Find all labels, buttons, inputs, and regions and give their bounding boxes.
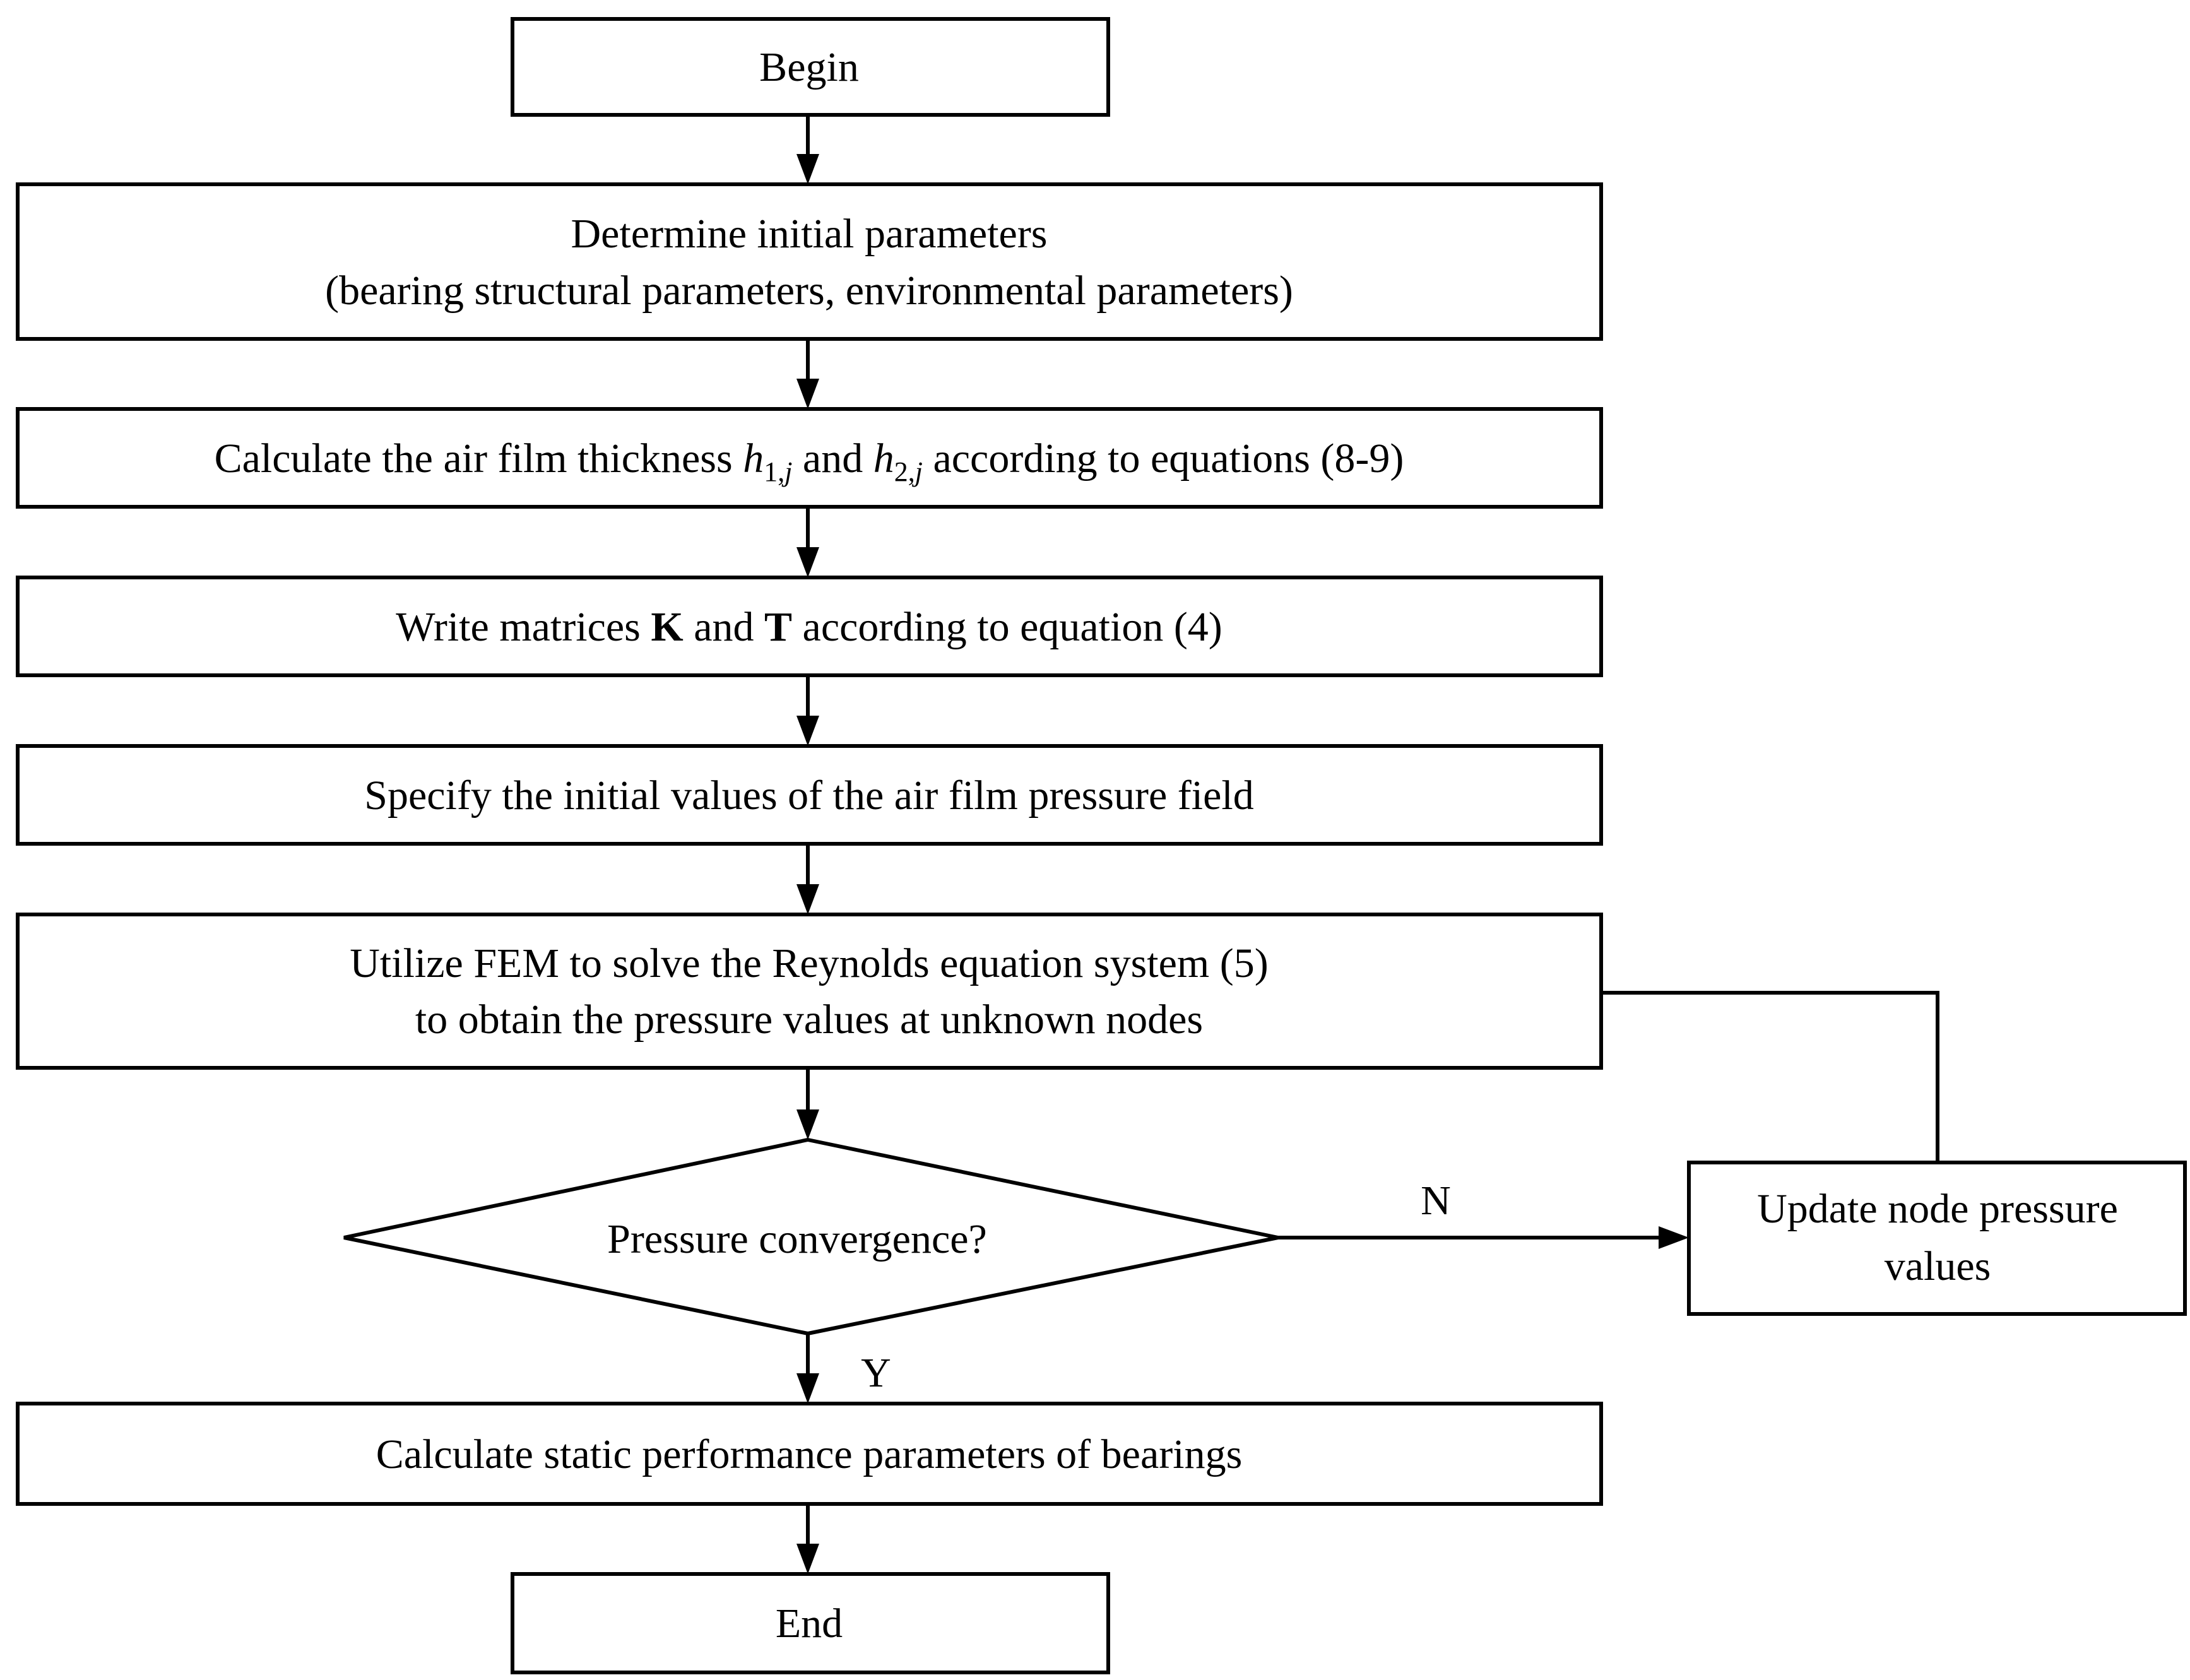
begin-node: Begin [511, 17, 1110, 117]
arrowhead-icon [796, 154, 819, 184]
initial-pressure-node: Specify the initial values of the air fi… [16, 744, 1603, 846]
decision-label: Pressure convergence? [607, 1216, 987, 1262]
yes-branch-label: Y [861, 1350, 891, 1396]
decision-diamond [343, 1137, 1279, 1336]
connectors [796, 115, 1939, 1574]
initial-params-line1: Determine initial parameters [571, 211, 1047, 257]
h1-subscript: 1, [764, 456, 784, 487]
static-performance-node: Calculate static performance parameters … [16, 1402, 1603, 1506]
matrices-node: Write matrices K and T according to equa… [16, 576, 1603, 677]
h2-subscript-index: j [912, 456, 923, 487]
initial-pressure-box [16, 744, 1603, 846]
film-thickness-box [16, 407, 1603, 509]
solve-box [16, 913, 1603, 1070]
feedback-update-to-solve [1601, 991, 1939, 1162]
film-thickness-suffix: according to equations (8-9) [923, 435, 1404, 482]
no-branch-label: N [1421, 1178, 1451, 1224]
initial-params-box [16, 182, 1603, 341]
solve-line1: Utilize FEM to solve the Reynolds equati… [350, 940, 1268, 986]
update-node: Update node pressure values [1687, 1161, 2187, 1316]
film-thickness-prefix: Calculate the air film thickness [215, 435, 743, 482]
h2-subscript: 2, [894, 456, 915, 487]
end-node: End [511, 1572, 1110, 1674]
matrix-k: K [651, 604, 683, 650]
matrix-t: T [764, 604, 792, 650]
matrices-label: Write matrices K and T according to equa… [396, 604, 1222, 650]
end-label: End [776, 1600, 843, 1647]
arrowhead-icon [796, 716, 819, 746]
static-performance-label: Calculate static performance parameters … [376, 1431, 1243, 1477]
solve-node: Utilize FEM to solve the Reynolds equati… [16, 913, 1603, 1070]
initial-params-line2: (bearing structural parameters, environm… [325, 268, 1293, 314]
update-box [1687, 1161, 2187, 1316]
arrowhead-icon [796, 884, 819, 914]
film-thickness-label: Calculate the air film thickness h1,j an… [215, 435, 1404, 487]
film-thickness-node: Calculate the air film thickness h1,j an… [16, 407, 1603, 509]
matrices-mid: and [684, 604, 764, 650]
update-line2: values [1885, 1243, 1991, 1289]
arrowhead-icon [796, 1544, 819, 1574]
matrices-suffix: according to equation (4) [792, 604, 1222, 650]
arrowhead-icon [796, 547, 819, 577]
begin-label: Begin [759, 44, 859, 90]
h1-subscript-index: j [781, 456, 792, 487]
arrowhead-icon [796, 379, 819, 409]
matrices-box [16, 576, 1603, 677]
h1-variable: h [743, 435, 764, 482]
begin-box [511, 17, 1110, 117]
solve-line2: to obtain the pressure values at unknown… [415, 997, 1203, 1043]
static-performance-box [16, 1402, 1603, 1506]
arrowhead-icon [796, 1373, 819, 1404]
arrowhead-icon [796, 1109, 819, 1140]
film-thickness-mid: and [792, 435, 873, 482]
initial-params-node: Determine initial parameters (bearing st… [16, 182, 1603, 341]
matrices-prefix: Write matrices [396, 604, 651, 650]
h2-variable: h [873, 435, 894, 482]
update-line1: Update node pressure [1757, 1186, 2118, 1232]
decision-node: Pressure convergence? [343, 1137, 1279, 1336]
initial-pressure-label: Specify the initial values of the air fi… [364, 772, 1253, 819]
end-box [511, 1572, 1110, 1674]
arrowhead-icon [1659, 1226, 1689, 1249]
